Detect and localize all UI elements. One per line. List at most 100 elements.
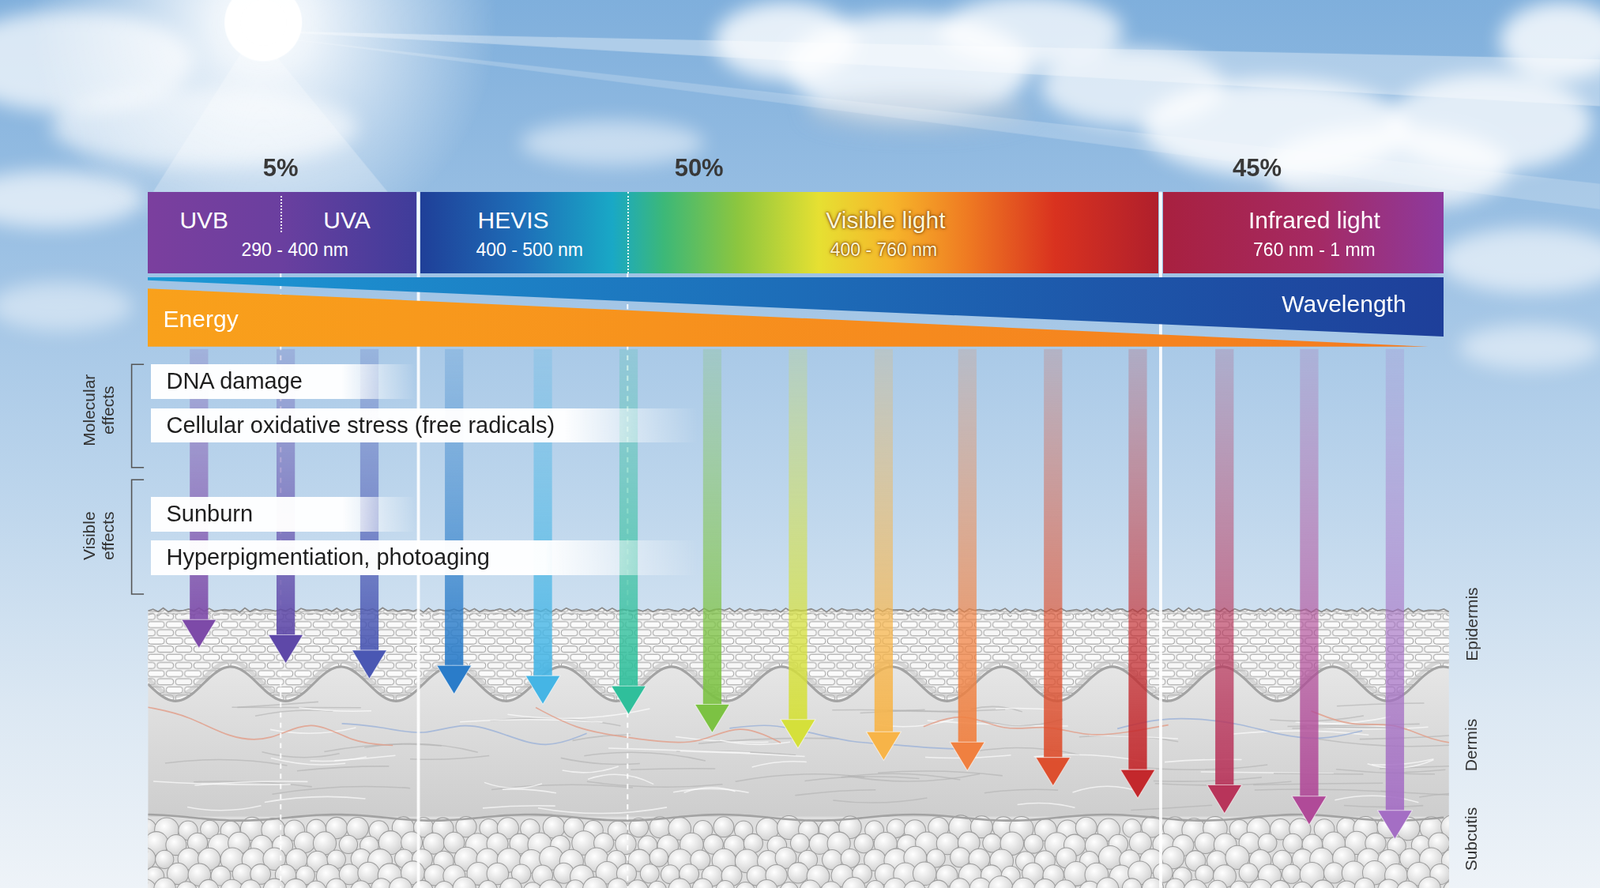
fat-cell — [220, 879, 244, 888]
light-arrow — [1377, 349, 1412, 840]
fat-cell — [1311, 880, 1335, 888]
dermis-fiber — [538, 807, 667, 814]
fat-cell — [565, 880, 585, 888]
fat-cell — [1054, 880, 1077, 888]
light-arrow — [1120, 349, 1156, 799]
dermis-fiber — [298, 707, 372, 712]
light-arrow — [1207, 349, 1243, 814]
dermis-fiber — [1359, 734, 1450, 739]
wavelength-range: 290 - 400 nm — [240, 239, 349, 260]
dermis-fiber — [1017, 802, 1076, 808]
axis-label: Energy — [163, 305, 239, 334]
sky — [0, 0, 1600, 370]
fat-cell — [371, 878, 392, 888]
fat-cell — [735, 881, 756, 888]
wavelength-range: 760 nm - 1 mm — [1253, 239, 1376, 260]
light-arrow — [1035, 349, 1071, 787]
fat-cell — [640, 864, 659, 884]
arrow-head — [181, 619, 217, 648]
light-arrow — [694, 349, 730, 734]
light-arrow — [1291, 349, 1327, 825]
fat-cell — [523, 882, 543, 888]
dermis-fiber — [271, 786, 411, 795]
arrow-shaft — [619, 349, 638, 689]
light-arrow — [780, 349, 816, 749]
fat-cell — [500, 877, 523, 888]
dermis-fiber — [735, 774, 865, 782]
cloud — [1438, 227, 1600, 294]
fat-cell — [583, 877, 608, 888]
brackets — [131, 364, 144, 595]
dermis-fiber — [237, 701, 318, 708]
subcutis — [147, 816, 1450, 888]
fat-cell — [283, 878, 308, 888]
fat-cell — [799, 880, 821, 888]
dermis-fiber — [165, 760, 287, 766]
dermis-fiber — [587, 781, 723, 787]
divider-line — [417, 192, 421, 888]
fat-cell — [779, 881, 799, 888]
effect-label: Hyperpigmentiation, photoaging — [165, 545, 490, 572]
wavelength-range: 400 - 500 nm — [475, 239, 584, 260]
fat-cell — [969, 877, 991, 888]
arrow-shaft — [874, 349, 893, 735]
percentage-label: 5% — [263, 154, 299, 183]
sun — [224, 0, 302, 62]
fat-cell — [305, 880, 327, 888]
dermis-fiber — [684, 787, 736, 794]
skin-layer-label: Dermis — [1461, 719, 1481, 772]
dermis-fiber — [847, 773, 980, 782]
light-arrow — [611, 349, 647, 716]
dermis-fiber — [255, 710, 333, 716]
fat-cell — [715, 880, 735, 888]
arrow-shaft — [1043, 349, 1062, 760]
dermis-fiber — [752, 761, 807, 768]
dermis-fiber — [334, 755, 396, 761]
blood-vessel — [147, 707, 393, 746]
dermis-fiber — [271, 758, 346, 765]
effect-label: Sunburn — [165, 500, 253, 528]
fat-cell — [1208, 880, 1228, 888]
wavelength-wedge-shape — [147, 277, 1444, 337]
fat-cell — [1034, 878, 1057, 888]
arrow-head — [949, 741, 985, 771]
fat-cell — [263, 878, 287, 888]
fat-cell — [198, 879, 219, 888]
blood-vessel — [342, 723, 588, 746]
fat-cell — [1282, 864, 1302, 884]
dermis-fiber — [794, 790, 876, 796]
blood-vessel — [535, 707, 781, 744]
fat-cell — [350, 880, 372, 888]
dermis-fiber — [153, 781, 291, 785]
arrow-shaft — [788, 349, 807, 723]
fat-cell — [1165, 878, 1185, 888]
arrow-shaft — [533, 349, 552, 678]
fat-cell — [865, 880, 885, 888]
fat-cell — [154, 877, 177, 888]
fat-cell — [1418, 877, 1441, 888]
percentage-label: 45% — [1232, 154, 1282, 183]
band-name: Infrared light — [1248, 207, 1381, 235]
dermis-fiber — [1336, 703, 1425, 707]
spectrum-band: Infrared light 760 nm - 1 mm — [1163, 192, 1444, 274]
fat-cell — [434, 881, 455, 888]
bracket — [131, 364, 144, 467]
fat-cell — [927, 880, 949, 888]
effect-label: Cellular oxidative stress (free radicals… — [165, 412, 555, 439]
fat-cell — [820, 881, 842, 888]
arrow-shaft — [1385, 349, 1405, 814]
band-separator — [627, 192, 629, 274]
fat-cell — [756, 879, 779, 888]
fat-cell — [1396, 880, 1419, 888]
arrow-head — [1291, 796, 1327, 825]
fat-cell — [626, 880, 649, 888]
dermis-fiber — [459, 719, 603, 723]
fat-cell — [1183, 880, 1209, 888]
arrow-shaft — [1128, 349, 1147, 772]
arrow-shaft — [1299, 349, 1318, 799]
dermis-fiber — [484, 782, 543, 788]
effect-box: Cellular oxidative stress (free radicals… — [150, 408, 700, 444]
fat-cell — [478, 880, 497, 888]
